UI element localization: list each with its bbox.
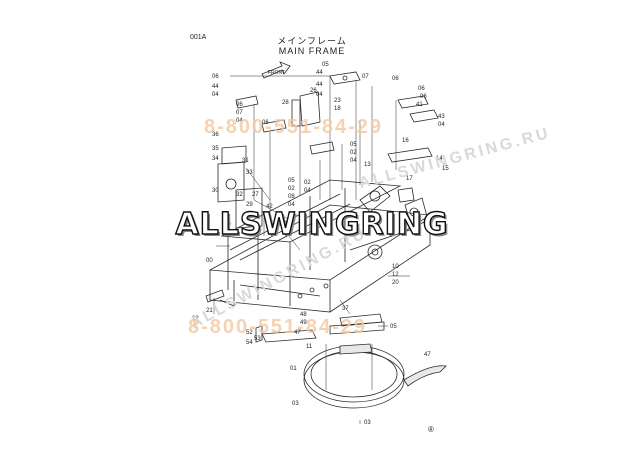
callout-label: 06 [262, 120, 269, 126]
callout-label: 34 [212, 156, 219, 162]
callout-label: 33 [246, 170, 253, 176]
callout-label: 13 [364, 162, 371, 168]
callout-label: 37 [342, 306, 349, 312]
diagram-code: 001A [190, 34, 207, 41]
callout-label: 53 [254, 336, 261, 342]
lower-assembly [205, 289, 447, 409]
callout-label: 14 [436, 156, 443, 162]
callout-label: 06 [236, 102, 243, 108]
callout-label: 54 [246, 340, 253, 346]
callout-label: 42 [266, 204, 273, 210]
callout-label: 16 [402, 138, 409, 144]
callout-label: 03 [292, 401, 299, 407]
callout-label: 39 [264, 214, 271, 220]
callout-label: 08 [288, 194, 295, 200]
callout-label: 15 [442, 166, 449, 172]
callout-label: 18 [334, 106, 341, 112]
callout-label: 02 [304, 180, 311, 186]
callout-label: 38 [222, 214, 229, 220]
callout-label: 05 [350, 142, 357, 148]
callout-label: 04 [350, 158, 357, 164]
callout-label: 44 [212, 84, 219, 90]
phone-watermark-top: 8-800-551-84-29 [204, 116, 383, 138]
callout-label: 52 [246, 330, 253, 336]
callout-label: 41 [416, 102, 423, 108]
callout-label: 47 [424, 352, 431, 358]
registered-mark: ® [428, 425, 434, 434]
front-arrow: FRONT [261, 61, 291, 79]
callout-label: 47 [294, 330, 301, 336]
callout-label: 04 [288, 202, 295, 208]
callout-label: 04 [438, 122, 445, 128]
callout-label: 20 [392, 280, 399, 286]
callout-label: 02 [350, 150, 357, 156]
callout-label: 36 [212, 132, 219, 138]
callout-label: 05 [390, 324, 397, 330]
callout-label: 22 [192, 316, 199, 322]
callout-label: 12 [392, 272, 399, 278]
callout-label: 27 [252, 192, 259, 198]
callout-label: 29 [246, 202, 253, 208]
callout-label: 35 [212, 146, 219, 152]
callout-label: 28 [282, 100, 289, 106]
title-japanese: メインフレーム [277, 36, 347, 46]
callout-label: 32 [236, 192, 243, 198]
callout-label: 49 [300, 320, 307, 326]
callout-labels: 06 44 04 05 44 07 06 44 04 06 07 04 28 2… [192, 62, 449, 426]
callout-label: 09 [224, 222, 231, 228]
callout-label: 01 [290, 366, 297, 372]
callout-label: 07 [362, 74, 369, 80]
callout-label: 06 [418, 86, 425, 92]
callout-label: 26 [310, 88, 317, 94]
callout-label: 10 [392, 264, 399, 270]
callout-label: 04 [316, 92, 323, 98]
callout-label: 43 [438, 114, 445, 120]
callout-label: 11 [306, 344, 313, 350]
main-frame-body [208, 179, 432, 313]
callout-label: 06 [212, 74, 219, 80]
callout-label: 44 [316, 70, 323, 76]
callout-label: 02 [288, 186, 295, 192]
callout-label: 31 [242, 158, 249, 164]
callout-label: 00 [206, 258, 213, 264]
callout-label: 17 [406, 176, 413, 182]
upper-brackets [217, 71, 439, 229]
callout-label: 04 [236, 118, 243, 124]
brand-watermark: ALLSWINGRING [175, 206, 449, 242]
callout-label: 03 [364, 420, 371, 426]
leader-lines [213, 75, 410, 424]
callout-label: 48 [300, 312, 307, 318]
callout-label: 07 [236, 110, 243, 116]
callout-label: 06 [392, 76, 399, 82]
callout-label: 06 [420, 94, 427, 100]
callout-label: 05 [322, 62, 329, 68]
callout-label: 21 [206, 308, 213, 314]
callout-label: 04 [212, 92, 219, 98]
callout-label: 44 [316, 82, 323, 88]
callout-label: 30 [212, 188, 219, 194]
callout-label: 04 [304, 188, 311, 194]
phone-watermark-bottom: 8-800-551-84-29 [188, 316, 367, 338]
front-arrow-label: FRONT [268, 70, 285, 76]
callout-label: 05 [288, 178, 295, 184]
callout-label: 23 [334, 98, 341, 104]
title-english: MAIN FRAME [278, 46, 346, 56]
